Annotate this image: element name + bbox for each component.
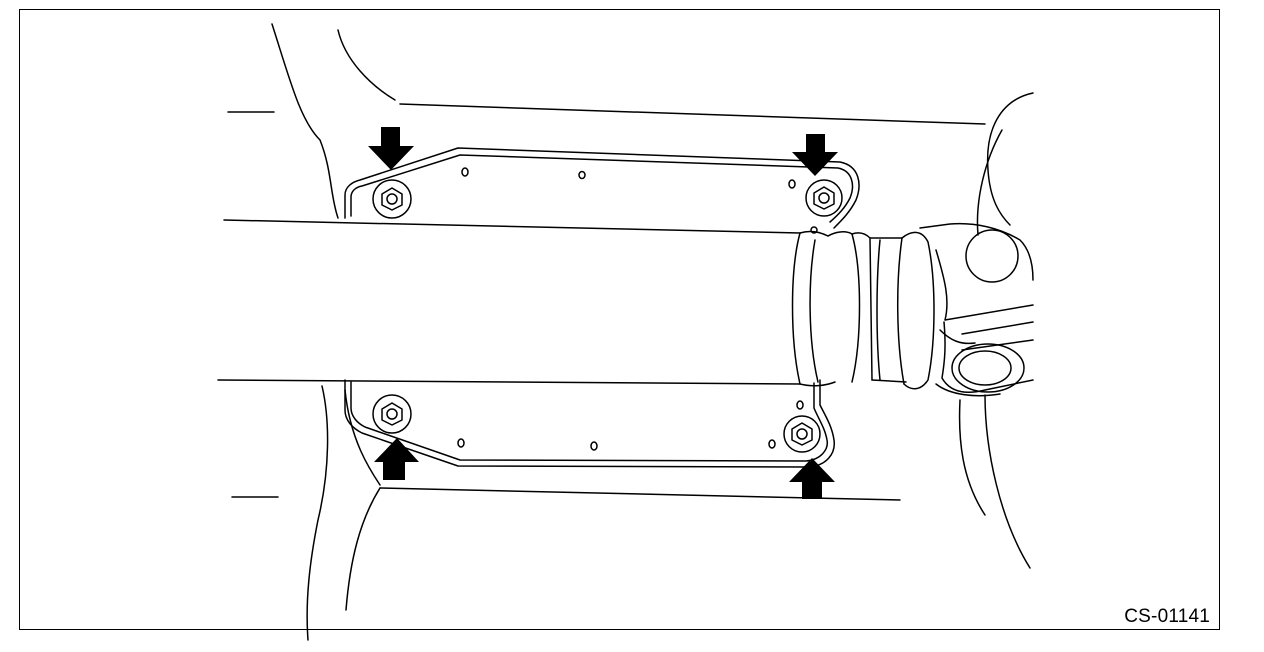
- cover-plate: [344, 147, 860, 468]
- arrow-upper-left-nut: [368, 127, 414, 170]
- nut-upper-right: [805, 179, 843, 217]
- mounting-nuts: [372, 179, 843, 453]
- nut-lower-right: [783, 415, 821, 453]
- figure-id-label: CS-01141: [1124, 606, 1210, 627]
- arrow-lower-right-nut: [789, 458, 835, 499]
- propeller-shaft: [217, 219, 935, 390]
- figure-frame: [19, 9, 1220, 630]
- nut-lower-left: [372, 394, 412, 434]
- callout-arrows: [368, 127, 838, 499]
- universal-joint: [919, 222, 1034, 397]
- nut-upper-left: [372, 179, 412, 219]
- arrow-upper-right-nut: [792, 134, 838, 176]
- arrow-lower-left-nut: [374, 438, 419, 480]
- body-structure-lines: [227, 23, 1034, 641]
